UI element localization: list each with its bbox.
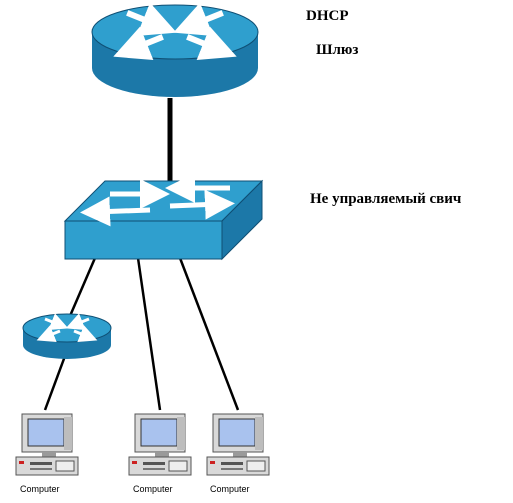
cable-small-router-computer-1 xyxy=(43,355,67,411)
computer-3: Computer xyxy=(206,413,270,494)
computer-label: Computer xyxy=(20,484,60,494)
computer-label: Computer xyxy=(133,484,173,494)
router-icon xyxy=(22,313,112,359)
computer-icon xyxy=(15,413,79,476)
cable-switch-computer-2 xyxy=(136,257,162,411)
computer-2: Computer xyxy=(128,413,192,494)
switch-icon xyxy=(63,173,264,261)
computer-icon xyxy=(128,413,192,476)
dhcp-label: DHCP xyxy=(306,8,349,24)
computer-label: Computer xyxy=(210,484,250,494)
switch-label: Не управляемый свич xyxy=(310,191,462,207)
computer-icon xyxy=(206,413,270,476)
cable-switch-computer-3 xyxy=(178,257,240,411)
router-icon xyxy=(91,2,259,97)
gateway-label: Шлюз xyxy=(316,42,359,58)
computer-1: Computer xyxy=(15,413,79,494)
cable-switch-small-router xyxy=(68,257,97,317)
cables xyxy=(43,98,240,411)
